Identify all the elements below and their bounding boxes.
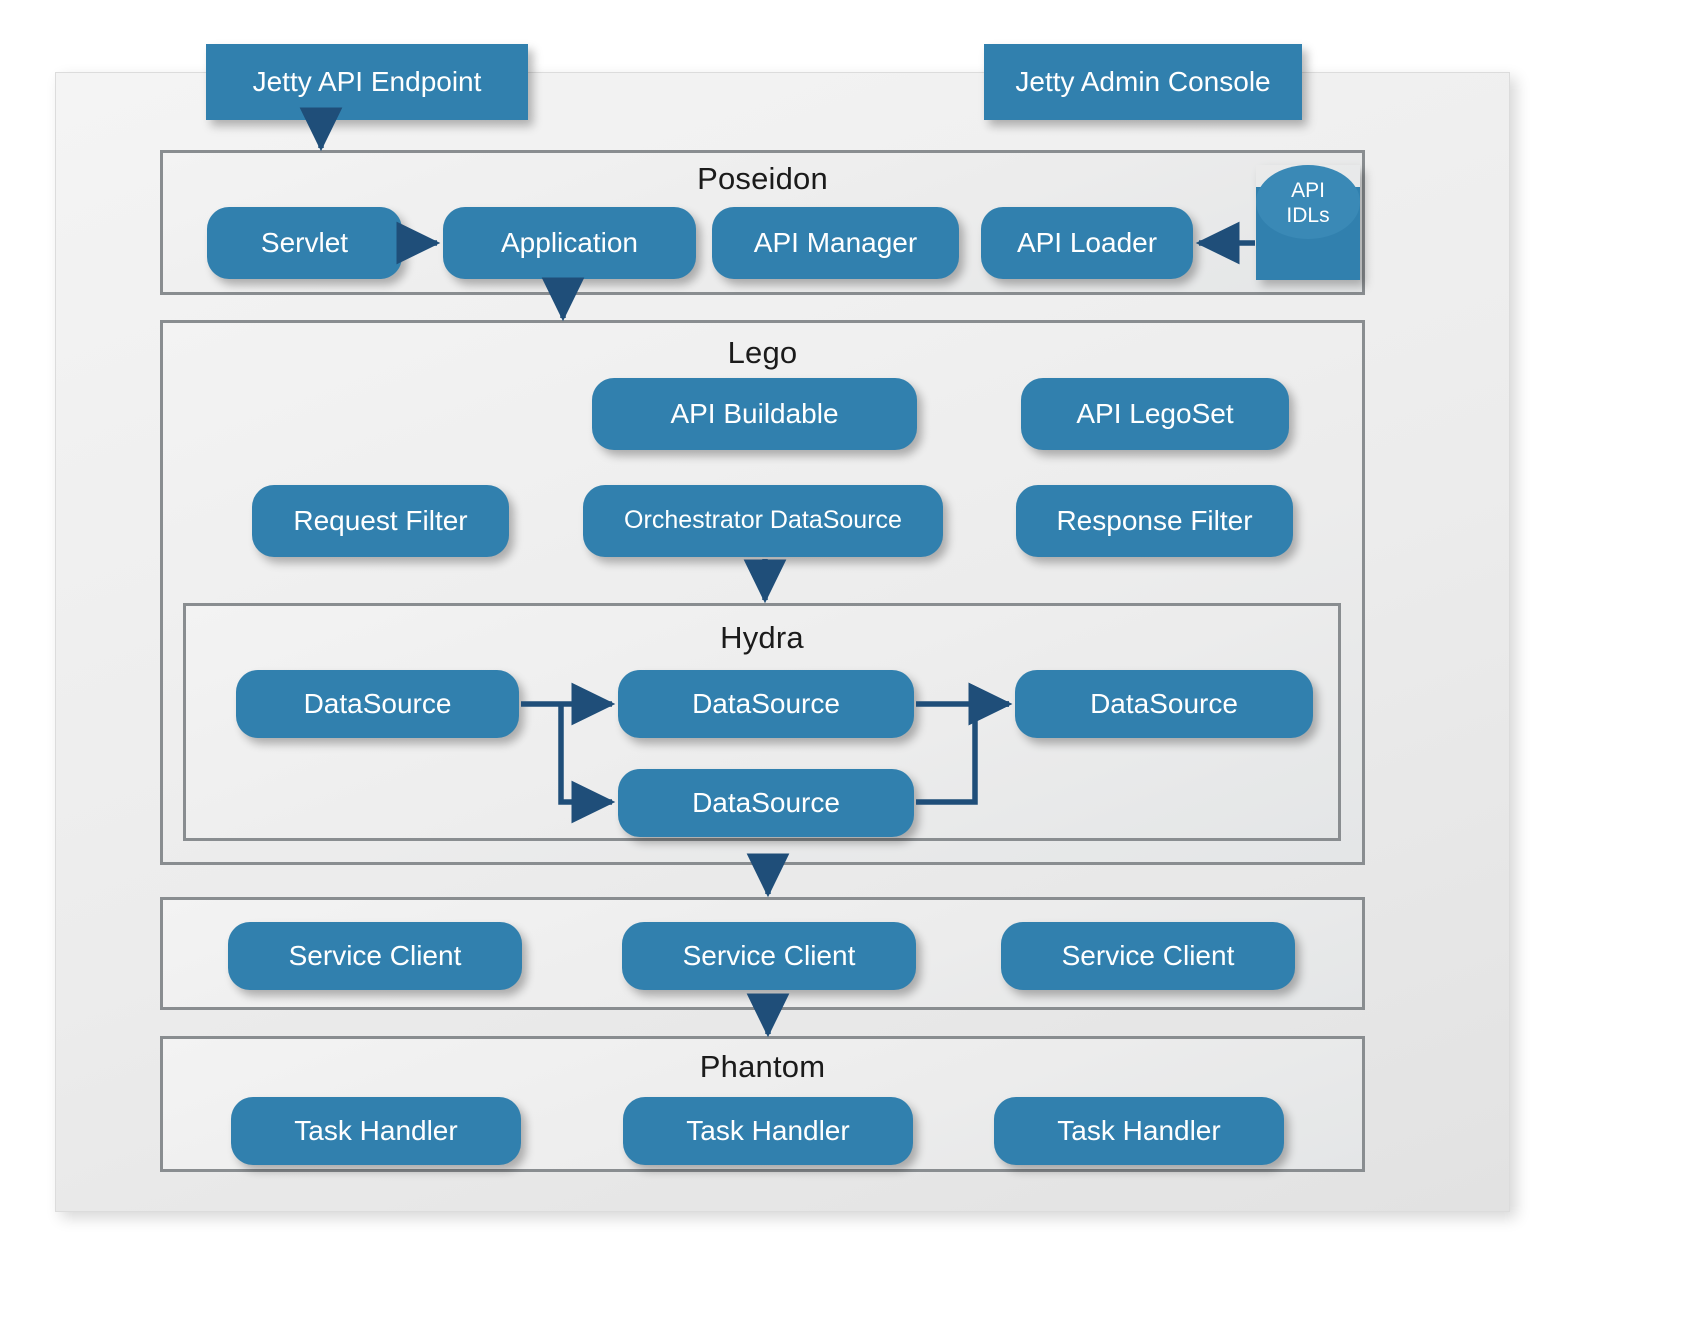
node-label: DataSource <box>692 687 840 719</box>
node-datasource-1[interactable]: DataSource <box>236 670 519 738</box>
node-application[interactable]: Application <box>443 207 696 279</box>
node-label: Task Handler <box>686 1114 850 1146</box>
node-api-legoset[interactable]: API LegoSet <box>1021 378 1289 450</box>
node-label: API LegoSet <box>1076 397 1234 429</box>
node-datasource-4[interactable]: DataSource <box>618 769 914 837</box>
node-label: Task Handler <box>1057 1114 1221 1146</box>
node-label: API Manager <box>753 226 918 258</box>
node-label: DataSource <box>692 786 840 818</box>
group-title-hydra: Hydra <box>720 620 804 655</box>
node-orchestrator-datasource[interactable]: Orchestrator DataSource <box>583 485 943 557</box>
node-label: Orchestrator DataSource <box>624 506 902 535</box>
node-datasource-3[interactable]: DataSource <box>1015 670 1313 738</box>
node-request-filter[interactable]: Request Filter <box>252 485 509 557</box>
node-task-handler-3[interactable]: Task Handler <box>994 1097 1284 1165</box>
node-service-client-1[interactable]: Service Client <box>228 922 522 990</box>
node-label: Jetty Admin Console <box>1015 65 1271 97</box>
node-label: Service Client <box>288 939 462 971</box>
node-label: API Buildable <box>670 397 839 429</box>
node-api-manager[interactable]: API Manager <box>712 207 959 279</box>
node-label: Jetty API Endpoint <box>252 65 482 97</box>
node-service-client-2[interactable]: Service Client <box>622 922 916 990</box>
node-api-buildable[interactable]: API Buildable <box>592 378 917 450</box>
cylinder-top-ellipse <box>1256 165 1360 239</box>
node-task-handler-2[interactable]: Task Handler <box>623 1097 913 1165</box>
node-jetty-api-endpoint[interactable]: Jetty API Endpoint <box>206 44 528 120</box>
node-label: Task Handler <box>294 1114 458 1146</box>
node-label: DataSource <box>1090 687 1238 719</box>
node-jetty-admin-console[interactable]: Jetty Admin Console <box>984 44 1302 120</box>
node-api-loader[interactable]: API Loader <box>981 207 1193 279</box>
datastore-api-idls[interactable]: API IDLs <box>1256 165 1360 280</box>
node-label: Servlet <box>260 226 349 258</box>
node-label: Service Client <box>682 939 856 971</box>
node-datasource-2[interactable]: DataSource <box>618 670 914 738</box>
node-label: DataSource <box>303 687 452 719</box>
node-response-filter[interactable]: Response Filter <box>1016 485 1293 557</box>
node-label: Response Filter <box>1056 504 1253 536</box>
node-servlet[interactable]: Servlet <box>207 207 402 279</box>
node-task-handler-1[interactable]: Task Handler <box>231 1097 521 1165</box>
node-label: API Loader <box>1016 226 1158 258</box>
group-title-phantom: Phantom <box>699 1049 826 1084</box>
node-label: Service Client <box>1061 939 1235 971</box>
group-title-poseidon: Poseidon <box>697 161 828 196</box>
datastore-label: API IDLs <box>1286 179 1330 227</box>
node-label: Application <box>501 226 638 258</box>
node-label: Request Filter <box>293 504 468 536</box>
group-title-lego: Lego <box>727 335 798 370</box>
node-service-client-3[interactable]: Service Client <box>1001 922 1295 990</box>
